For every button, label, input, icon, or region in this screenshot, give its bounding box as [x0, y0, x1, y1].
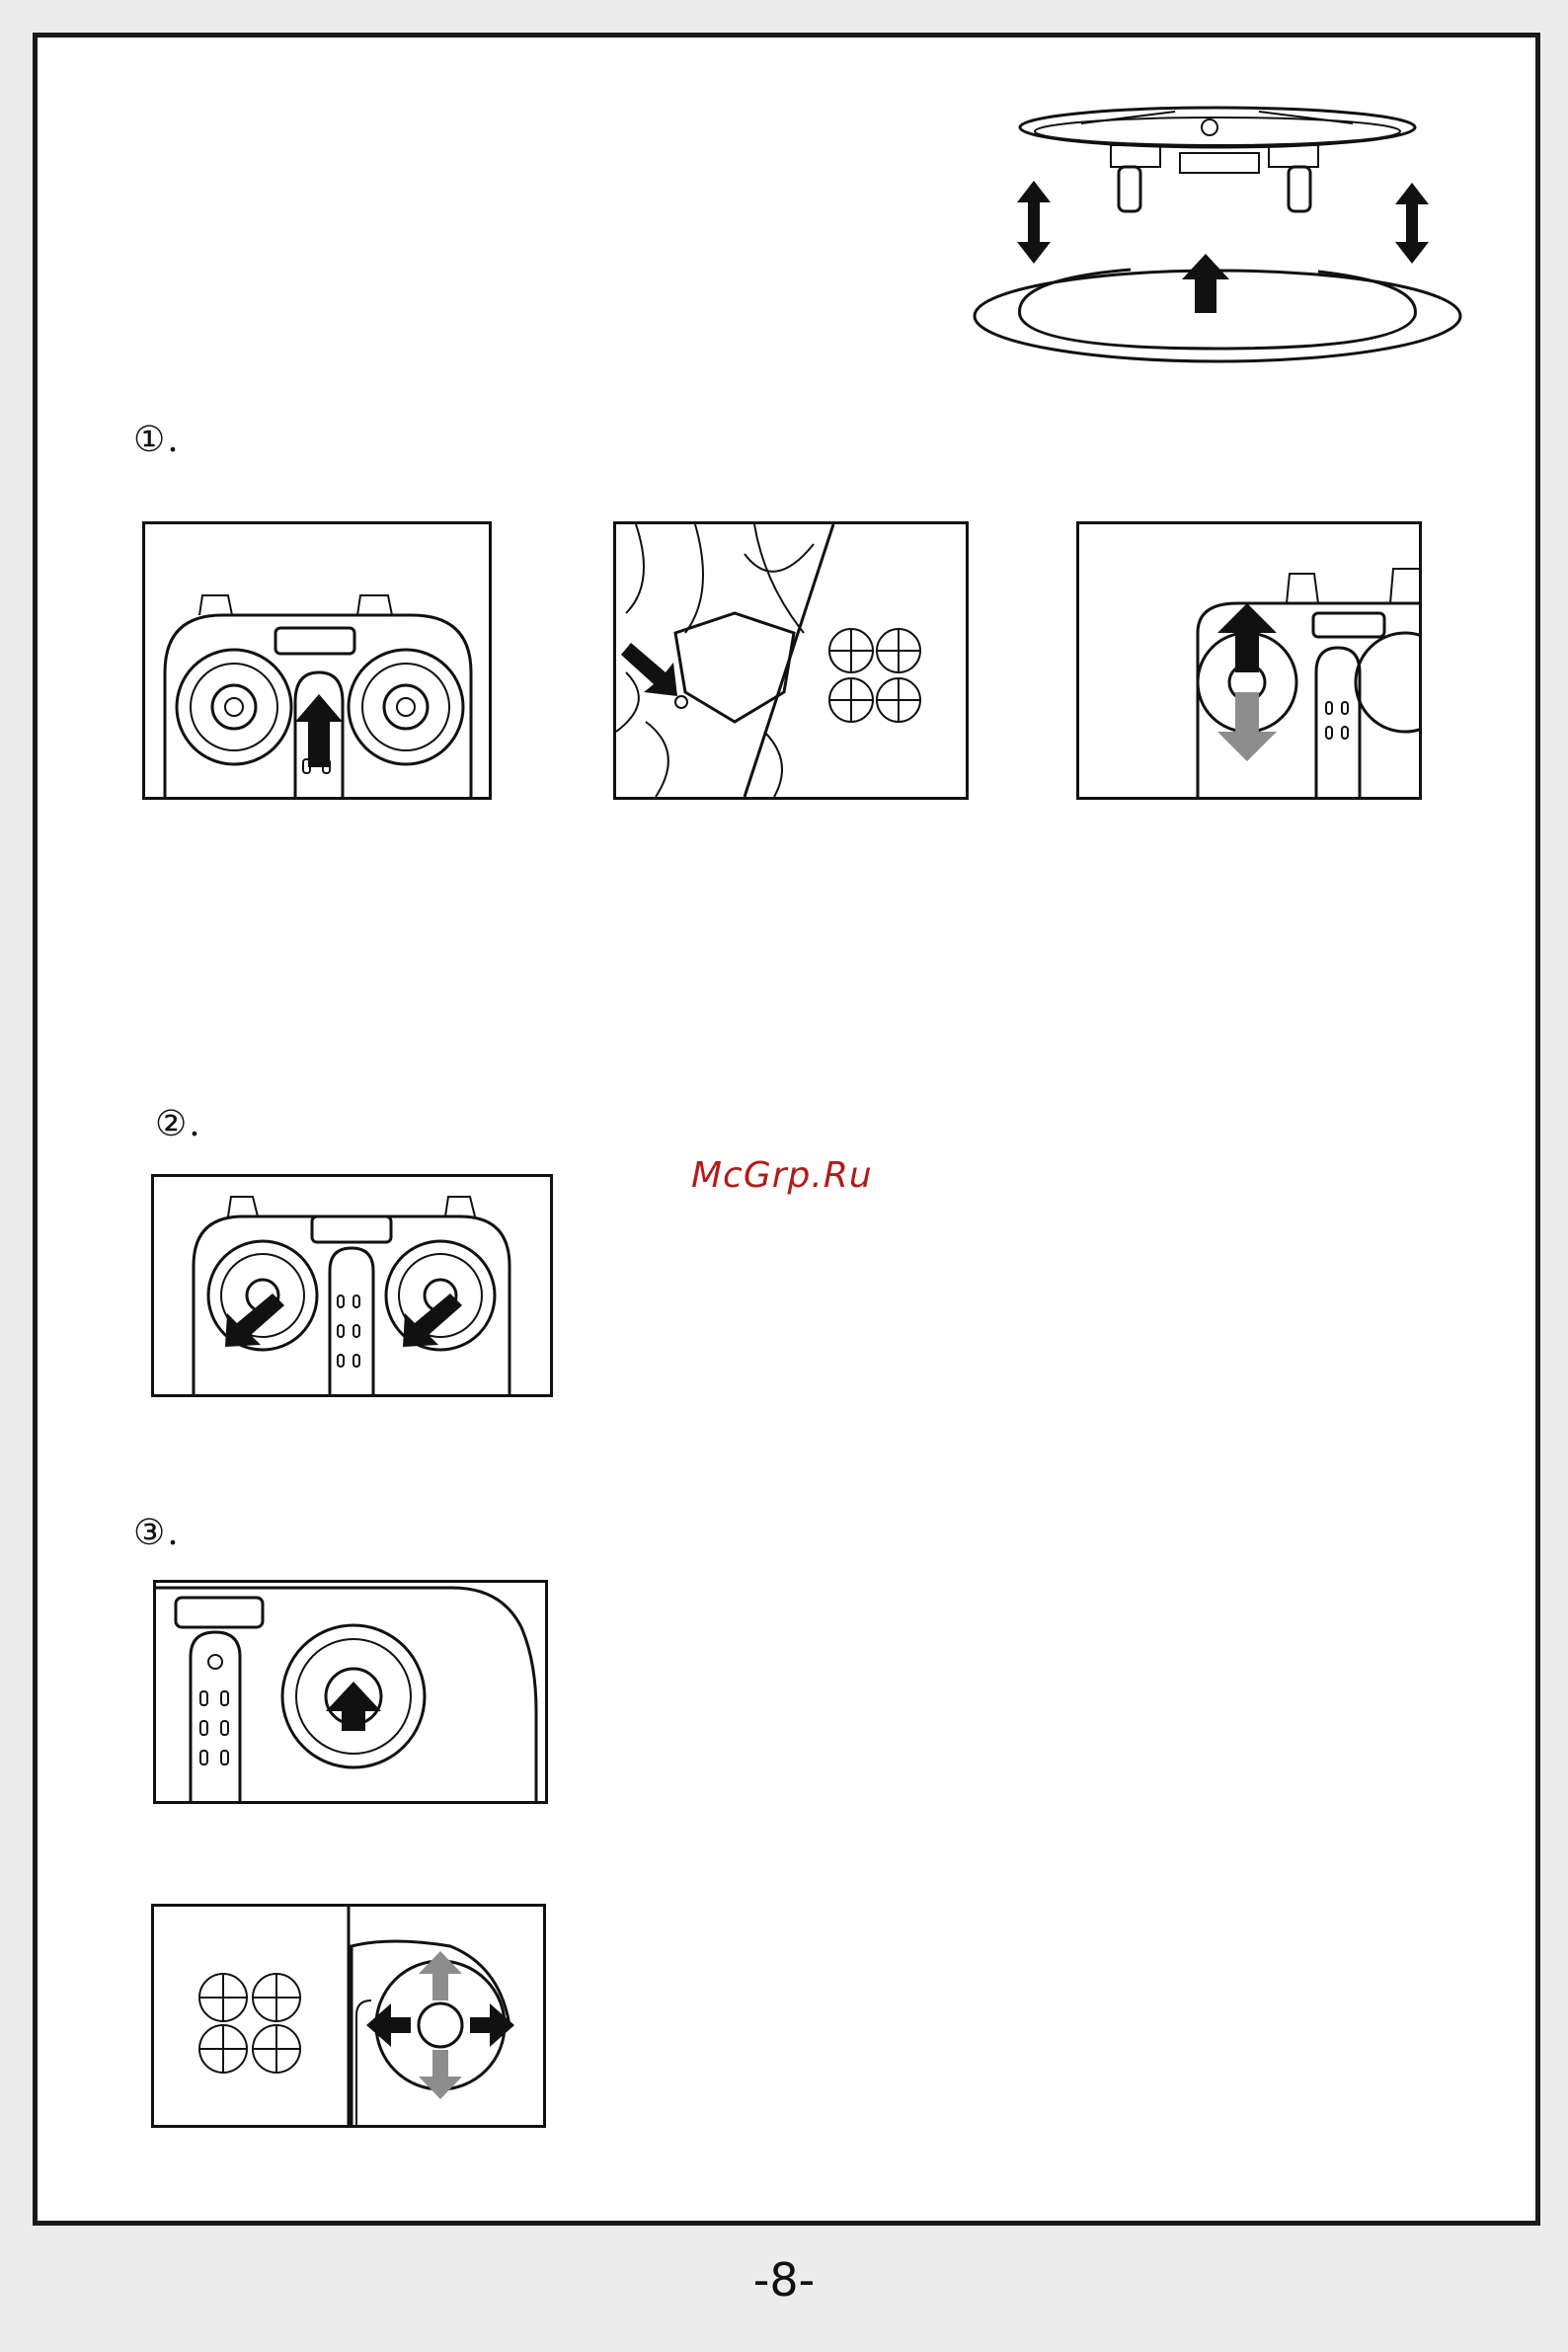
throttle-stick-up-icon	[153, 1580, 548, 1804]
drone-power-button-icon	[613, 521, 969, 800]
page-number: -8-	[0, 2253, 1568, 2307]
drone-takeoff-icon	[963, 94, 1471, 370]
throttle-stick-up-down-icon	[1076, 521, 1422, 800]
both-sticks-down-outward-icon	[151, 1174, 553, 1397]
drone-direction-stick-icon	[151, 1904, 546, 2128]
step-3-label: ③.	[133, 1513, 181, 1553]
step-2-label: ②.	[155, 1104, 202, 1144]
remote-power-switch-icon	[142, 521, 492, 800]
watermark: McGrp.Ru	[691, 1155, 873, 1196]
step-1-label: ①.	[133, 420, 181, 460]
